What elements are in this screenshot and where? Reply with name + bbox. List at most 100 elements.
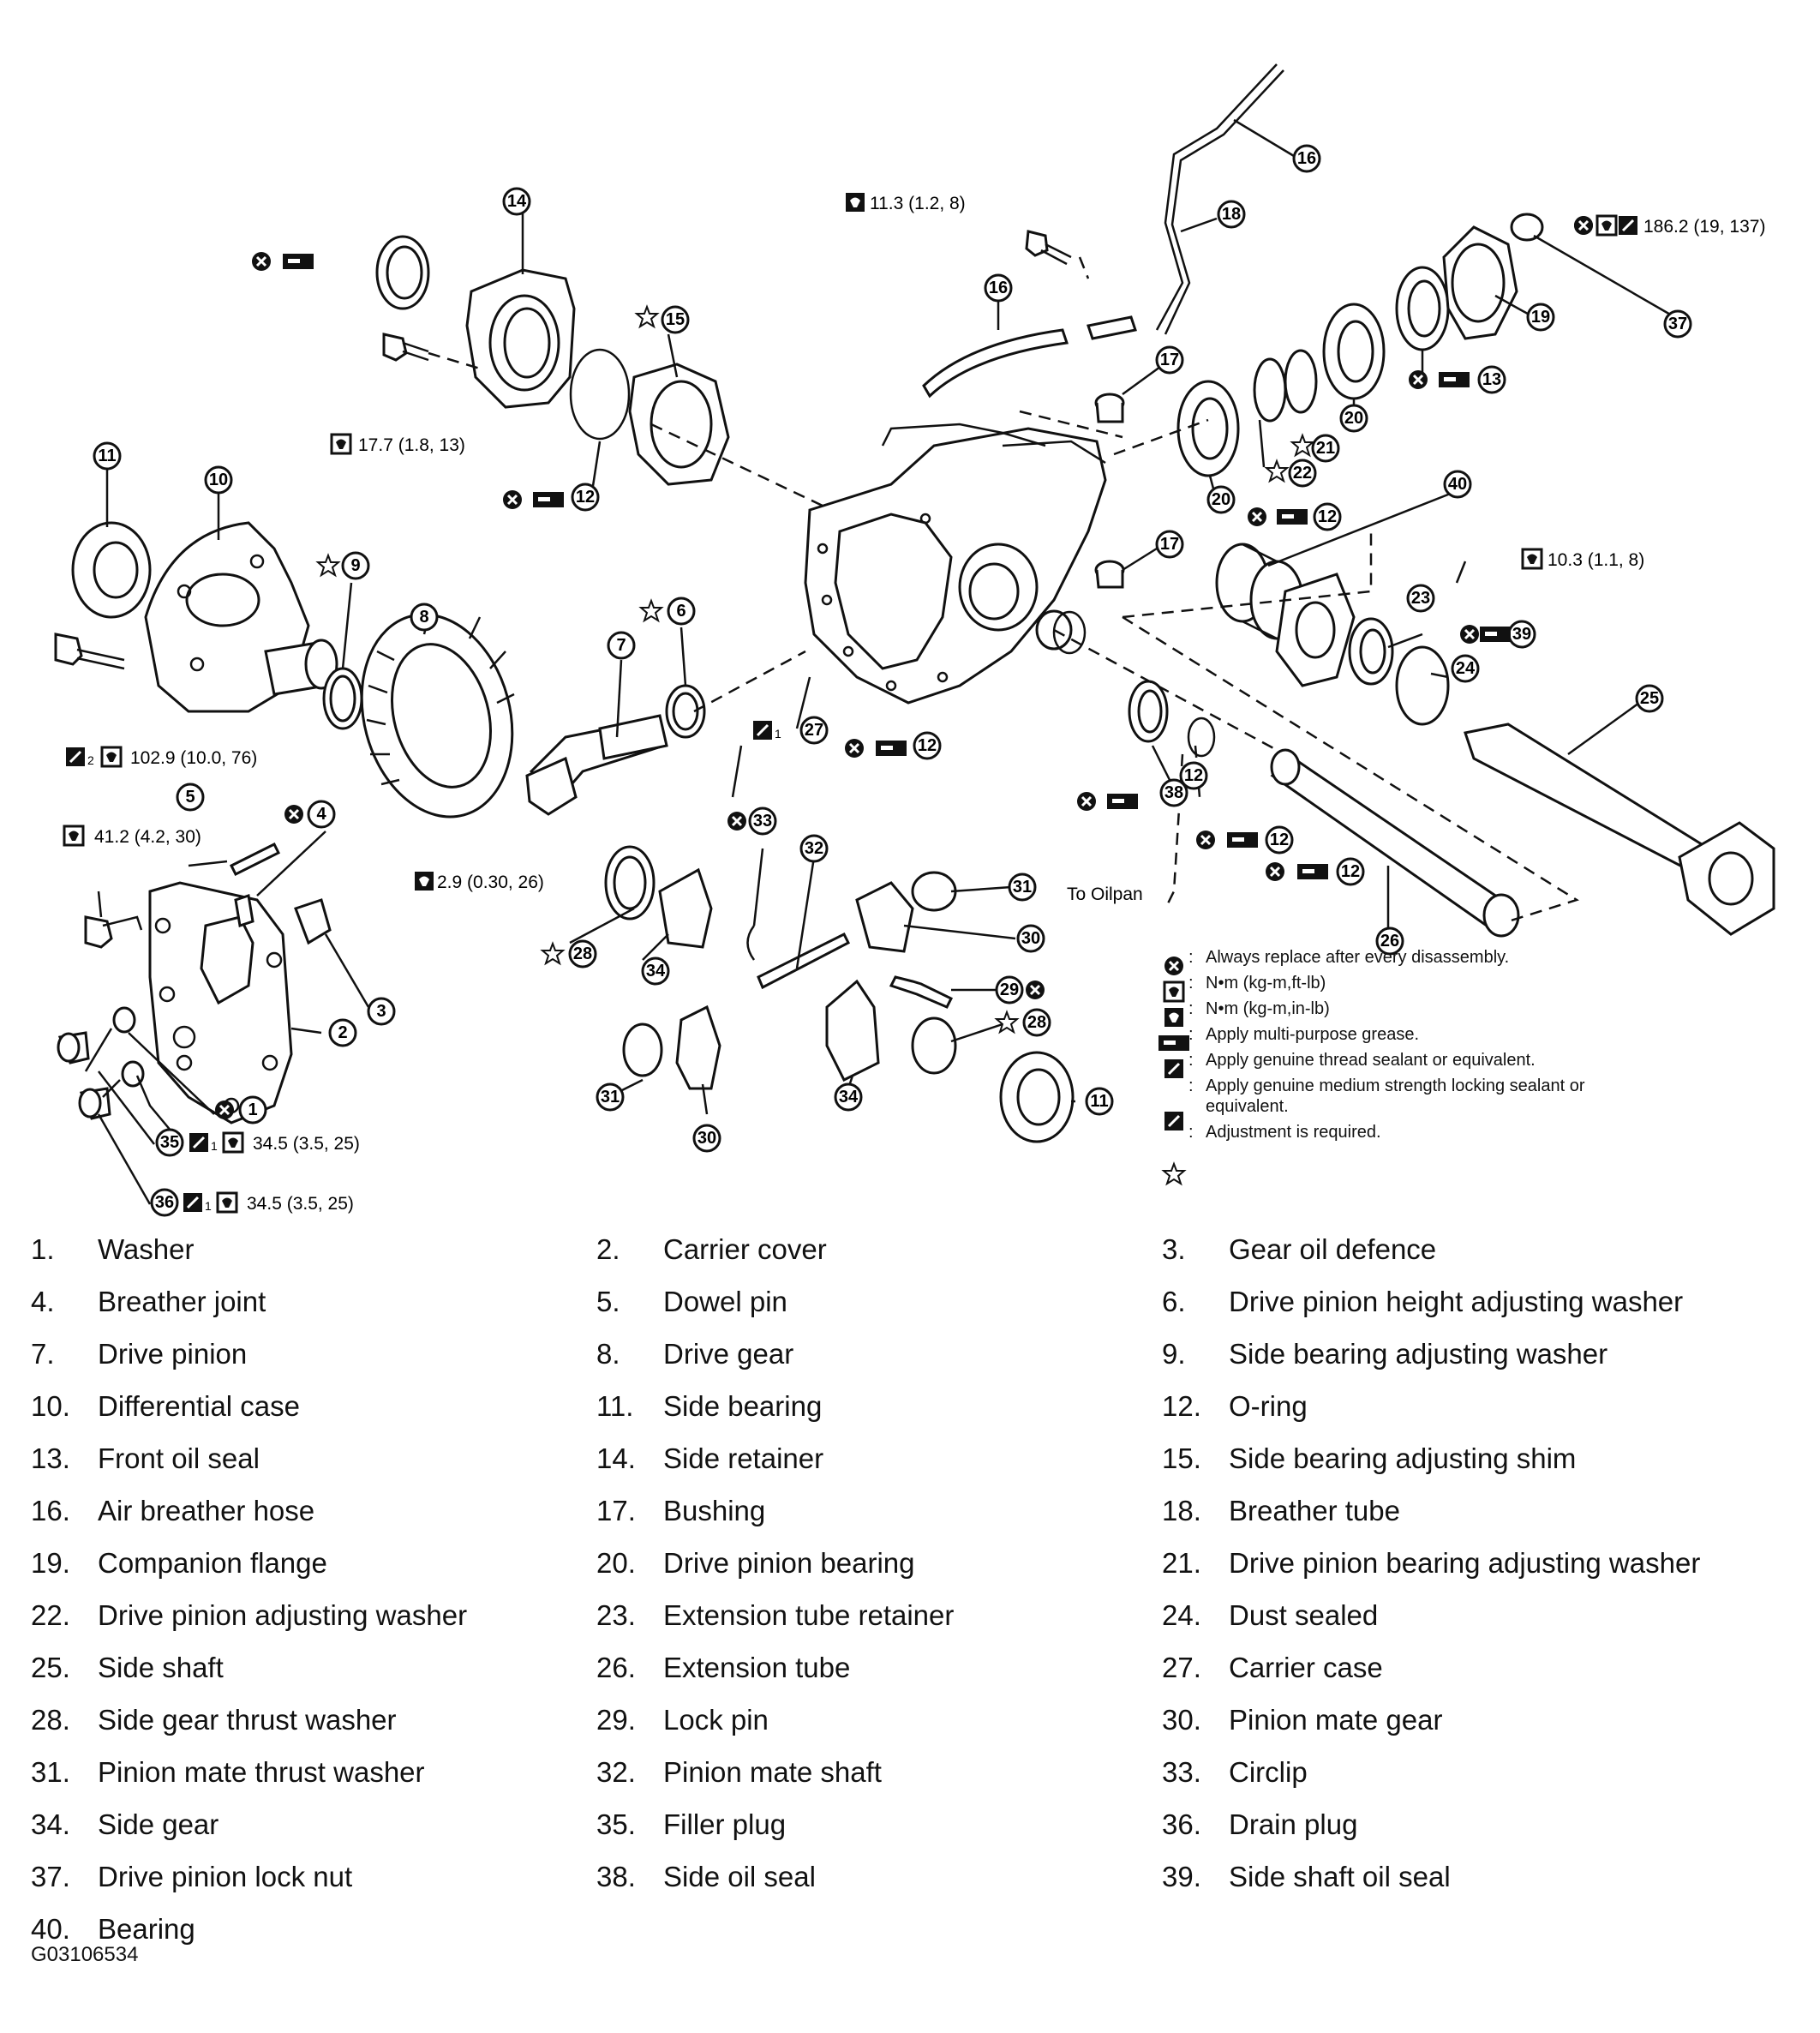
callout-28-left: 28 [568, 939, 597, 969]
svg-text:4: 4 [316, 805, 326, 824]
part-name: Extension tube retainer [663, 1599, 955, 1631]
part-number: 11. [596, 1390, 634, 1422]
svg-text:1: 1 [205, 1199, 212, 1213]
part-number: 12. [1162, 1390, 1201, 1422]
part-item: 33.Circlip [1162, 1755, 1779, 1790]
callout-12-a: 12 [571, 483, 600, 512]
carrier-cover [148, 881, 293, 1124]
part-number: 29. [596, 1704, 636, 1736]
svg-text:21: 21 [1316, 439, 1335, 458]
figure-code: G03106534 [31, 1943, 139, 1966]
svg-text:12: 12 [1184, 766, 1203, 785]
callout-22: 22 [1288, 459, 1317, 488]
svg-text:28: 28 [573, 945, 592, 963]
spec-ext-retainer-bolt: 10.3 (1.1, 8) [1521, 548, 1644, 570]
part-name: Air breather hose [98, 1495, 315, 1526]
part-item: 37. Drive pinion lock nut [31, 1860, 596, 1894]
part-name: Side gear [98, 1808, 219, 1840]
part-number: 37. [31, 1861, 70, 1892]
part-number: 31. [31, 1756, 70, 1788]
filler-drain-plugs [57, 1006, 145, 1120]
svg-text:20: 20 [1212, 490, 1230, 509]
callout-18: 18 [1217, 200, 1246, 229]
part-number: 15. [1162, 1442, 1201, 1474]
gear-oil-defence-3 [294, 898, 332, 945]
callout-39: 39 [1507, 620, 1536, 649]
part-name: Gear oil defence [1229, 1233, 1437, 1265]
part-name: Drive pinion bearing [663, 1547, 915, 1579]
part-item: 30.Pinion mate gear [1162, 1703, 1779, 1737]
part-name: Side shaft oil seal [1229, 1861, 1451, 1892]
svg-text:31: 31 [601, 1088, 620, 1106]
part-number: 32. [596, 1756, 636, 1788]
svg-text:34.5 (3.5, 25): 34.5 (3.5, 25) [253, 1134, 360, 1154]
svg-text:186.2 (19, 137): 186.2 (19, 137) [1643, 217, 1765, 237]
part-number: 6. [1162, 1286, 1186, 1317]
part-name: Drive pinion adjusting washer [98, 1599, 468, 1631]
drive-pinion [525, 714, 668, 816]
part-number: 20. [596, 1547, 636, 1579]
part-item: 2.Carrier cover [596, 1232, 1162, 1267]
part-name: Side oil seal [663, 1861, 816, 1892]
spec-breather-bolt: 11.3 (1.2, 8) [846, 193, 966, 213]
callout-19: 19 [1526, 303, 1555, 332]
part-number: 26. [596, 1652, 636, 1683]
svg-text:3: 3 [376, 1002, 386, 1021]
part-name: Pinion mate thrust washer [98, 1756, 425, 1788]
svg-text:20: 20 [1344, 409, 1363, 428]
svg-text:23: 23 [1411, 589, 1430, 608]
o-ring-12-top [569, 348, 631, 441]
part-item: 23. Extension tube retainer [596, 1598, 1162, 1633]
svg-text:12: 12 [1341, 862, 1360, 881]
part-name: Drive pinion lock nut [98, 1861, 353, 1892]
callout-1: 1 [238, 1095, 267, 1124]
part-name: Side retainer [663, 1442, 824, 1474]
drive-pinion-bearing-front-20 [1322, 303, 1386, 400]
part-item: 21.Drive pinion bearing adjusting washer [1162, 1546, 1779, 1580]
part-item: 9.Side bearing adjusting washer [1162, 1337, 1779, 1371]
part-name: Side gear thrust washer [98, 1704, 397, 1736]
part-name: Bushing [663, 1495, 766, 1526]
spec-defence-bolt: 2.9 (0.30, 26) [415, 872, 544, 892]
part-item: 15. Side bearing adjusting shim [1162, 1442, 1779, 1476]
callout-34-a: 34 [641, 957, 670, 986]
exploded-view-diagram: 1 2 3 4 5 6 7 8 9 10 11 11 12 12 12 12 1… [54, 63, 1775, 1217]
part-number: 18. [1162, 1495, 1201, 1526]
part-number: 9. [1162, 1338, 1186, 1370]
part-name: Front oil seal [98, 1442, 260, 1474]
part-number: 21. [1162, 1547, 1201, 1579]
side-oil-seal-top-38 [375, 235, 430, 310]
part-number: 16. [31, 1495, 70, 1526]
cover-bolt [84, 891, 143, 949]
svg-text:102.9 (10.0, 76): 102.9 (10.0, 76) [130, 748, 257, 768]
part-name: Washer [98, 1233, 195, 1265]
svg-text:8: 8 [419, 608, 428, 627]
part-name: Drive gear [663, 1338, 794, 1370]
part-item: 28.Side gear thrust washer [31, 1703, 596, 1737]
callout-17-top: 17 [1155, 345, 1184, 375]
part-item: 10.Differential case [31, 1389, 596, 1424]
part-name: O-ring [1229, 1390, 1308, 1422]
part-name: Carrier cover [663, 1233, 827, 1265]
part-name: Side bearing adjusting shim [1229, 1442, 1577, 1474]
retainer-bolt [382, 333, 429, 362]
breather-tube [922, 63, 1284, 399]
bushings-17 [1094, 393, 1125, 589]
part-name: Drive pinion height adjusting washer [1229, 1286, 1684, 1317]
svg-text:5: 5 [185, 788, 195, 807]
part-name: Pinion mate shaft [663, 1756, 882, 1788]
part-name: Breather joint [98, 1286, 266, 1317]
differential-case [144, 521, 338, 713]
part-item: 26.Extension tube [596, 1651, 1162, 1685]
part-number: 23. [596, 1599, 636, 1631]
callout-30-a: 30 [1016, 924, 1045, 953]
part-number: 35. [596, 1808, 636, 1840]
callout-12-e: 12 [1336, 857, 1365, 886]
part-item: 40.Bearing [31, 1912, 596, 1946]
part-item: 7.Drive pinion [31, 1337, 596, 1371]
drive-pinion-bearing-rear-20 [1176, 380, 1240, 477]
legend-row-sealant-1: : Apply genuine thread sealant or equiva… [1188, 1051, 1536, 1070]
part-name: Drain plug [1229, 1808, 1358, 1840]
part-number: 3. [1162, 1233, 1186, 1265]
part-item: 20. Drive pinion bearing [596, 1546, 1162, 1580]
